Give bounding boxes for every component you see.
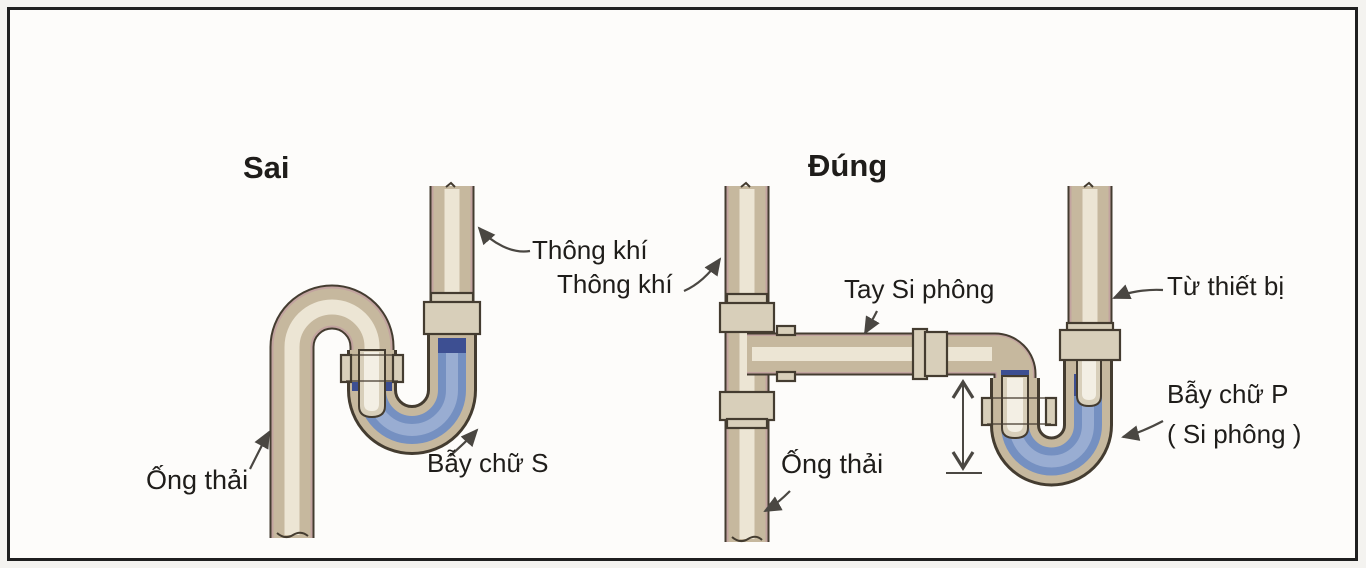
label-p-trap-line1: Bẫy chữ P bbox=[1167, 379, 1289, 409]
label-arrows bbox=[249, 226, 1164, 512]
left-vent-hub bbox=[422, 291, 482, 336]
pipe-break-mark bbox=[740, 181, 751, 188]
p-trap-joint bbox=[980, 396, 1058, 427]
label-p-trap: Bẫy chữ P ( Si phông ) bbox=[1167, 374, 1301, 455]
stack-upper-hub bbox=[718, 292, 776, 334]
arm-coupling bbox=[911, 327, 949, 381]
label-from-fixture: Từ thiết bị bbox=[1167, 271, 1285, 301]
label-waste-left: Ống thải bbox=[146, 465, 249, 495]
label-s-trap: Bẫy chữ S bbox=[427, 448, 549, 478]
s-trap-joint bbox=[339, 353, 405, 384]
pipe-break-mark bbox=[445, 181, 456, 188]
arrow-trap-arm bbox=[864, 310, 880, 335]
arrow-p-trap bbox=[1121, 420, 1164, 441]
label-trap-arm: Tay Si phông bbox=[844, 274, 995, 304]
left-panel-title: Sai bbox=[243, 150, 290, 185]
arrow-waste-left bbox=[249, 430, 270, 470]
p-trap-fixture-tube bbox=[1076, 355, 1102, 408]
pipe-break-mark bbox=[276, 531, 309, 539]
arrow-from-fixture bbox=[1112, 284, 1164, 300]
arrow-vent-right bbox=[683, 257, 722, 293]
pipe-break-mark bbox=[1083, 181, 1094, 188]
s-trap-figure bbox=[269, 181, 482, 539]
p-trap-figure bbox=[718, 181, 1122, 543]
p-trap-inlet-tube bbox=[1001, 375, 1029, 440]
label-vent-right: Thông khí bbox=[557, 269, 673, 299]
figure-frame bbox=[7, 7, 1358, 561]
right-panel-title: Đúng bbox=[808, 148, 888, 183]
tee-branch-socket bbox=[775, 324, 797, 383]
fixture-hub bbox=[1058, 321, 1122, 362]
left-waste-pipe-and-arch bbox=[269, 284, 395, 538]
arrow-s-trap bbox=[449, 428, 479, 457]
pipe-break-mark bbox=[731, 535, 763, 543]
seal-depth-dimension bbox=[946, 378, 982, 474]
arrow-vent-left bbox=[477, 226, 531, 253]
s-trap-inlet-tube bbox=[358, 349, 386, 419]
stack-lower-hub bbox=[718, 390, 776, 430]
label-p-trap-line2: ( Si phông ) bbox=[1167, 419, 1302, 450]
arrow-waste-right bbox=[763, 490, 791, 512]
label-vent-left: Thông khí bbox=[532, 235, 648, 265]
label-waste-right: Ống thải bbox=[781, 449, 884, 479]
